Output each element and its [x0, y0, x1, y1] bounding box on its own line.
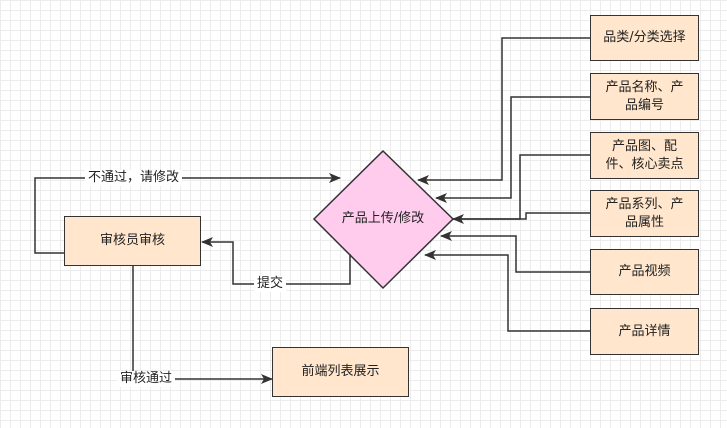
edge-reject-label: 不通过，请修改 — [85, 170, 183, 186]
edge-reject — [34, 173, 341, 254]
upload-diamond — [312, 149, 455, 290]
edge-approve-label: 审核通过 — [117, 371, 176, 387]
node-frontend: 前端列表展示 — [272, 347, 409, 397]
node-video: 产品视频 — [590, 249, 699, 295]
node-details: 产品详情 — [590, 308, 699, 355]
edge-submit — [201, 237, 351, 285]
node-images: 产品图、配件、核心卖点 — [590, 132, 699, 179]
node-category: 品类/分类选择 — [590, 15, 699, 61]
edge-series-to-upload — [453, 212, 590, 220]
edge-category-to-upload — [417, 37, 590, 185]
node-series: 产品系列、产品属性 — [590, 190, 699, 237]
node-reviewer: 审核员审核 — [64, 216, 201, 266]
edge-approve — [132, 266, 273, 384]
edge-video-to-upload — [440, 231, 590, 273]
edge-name-to-upload — [435, 96, 590, 203]
node-name-code: 产品名称、产品编号 — [590, 73, 699, 120]
node-upload-label: 产品上传/修改 — [341, 211, 425, 226]
edge-images-to-upload — [452, 154, 590, 224]
edge-submit-label: 提交 — [254, 276, 287, 292]
edge-details-to-upload — [424, 250, 590, 332]
